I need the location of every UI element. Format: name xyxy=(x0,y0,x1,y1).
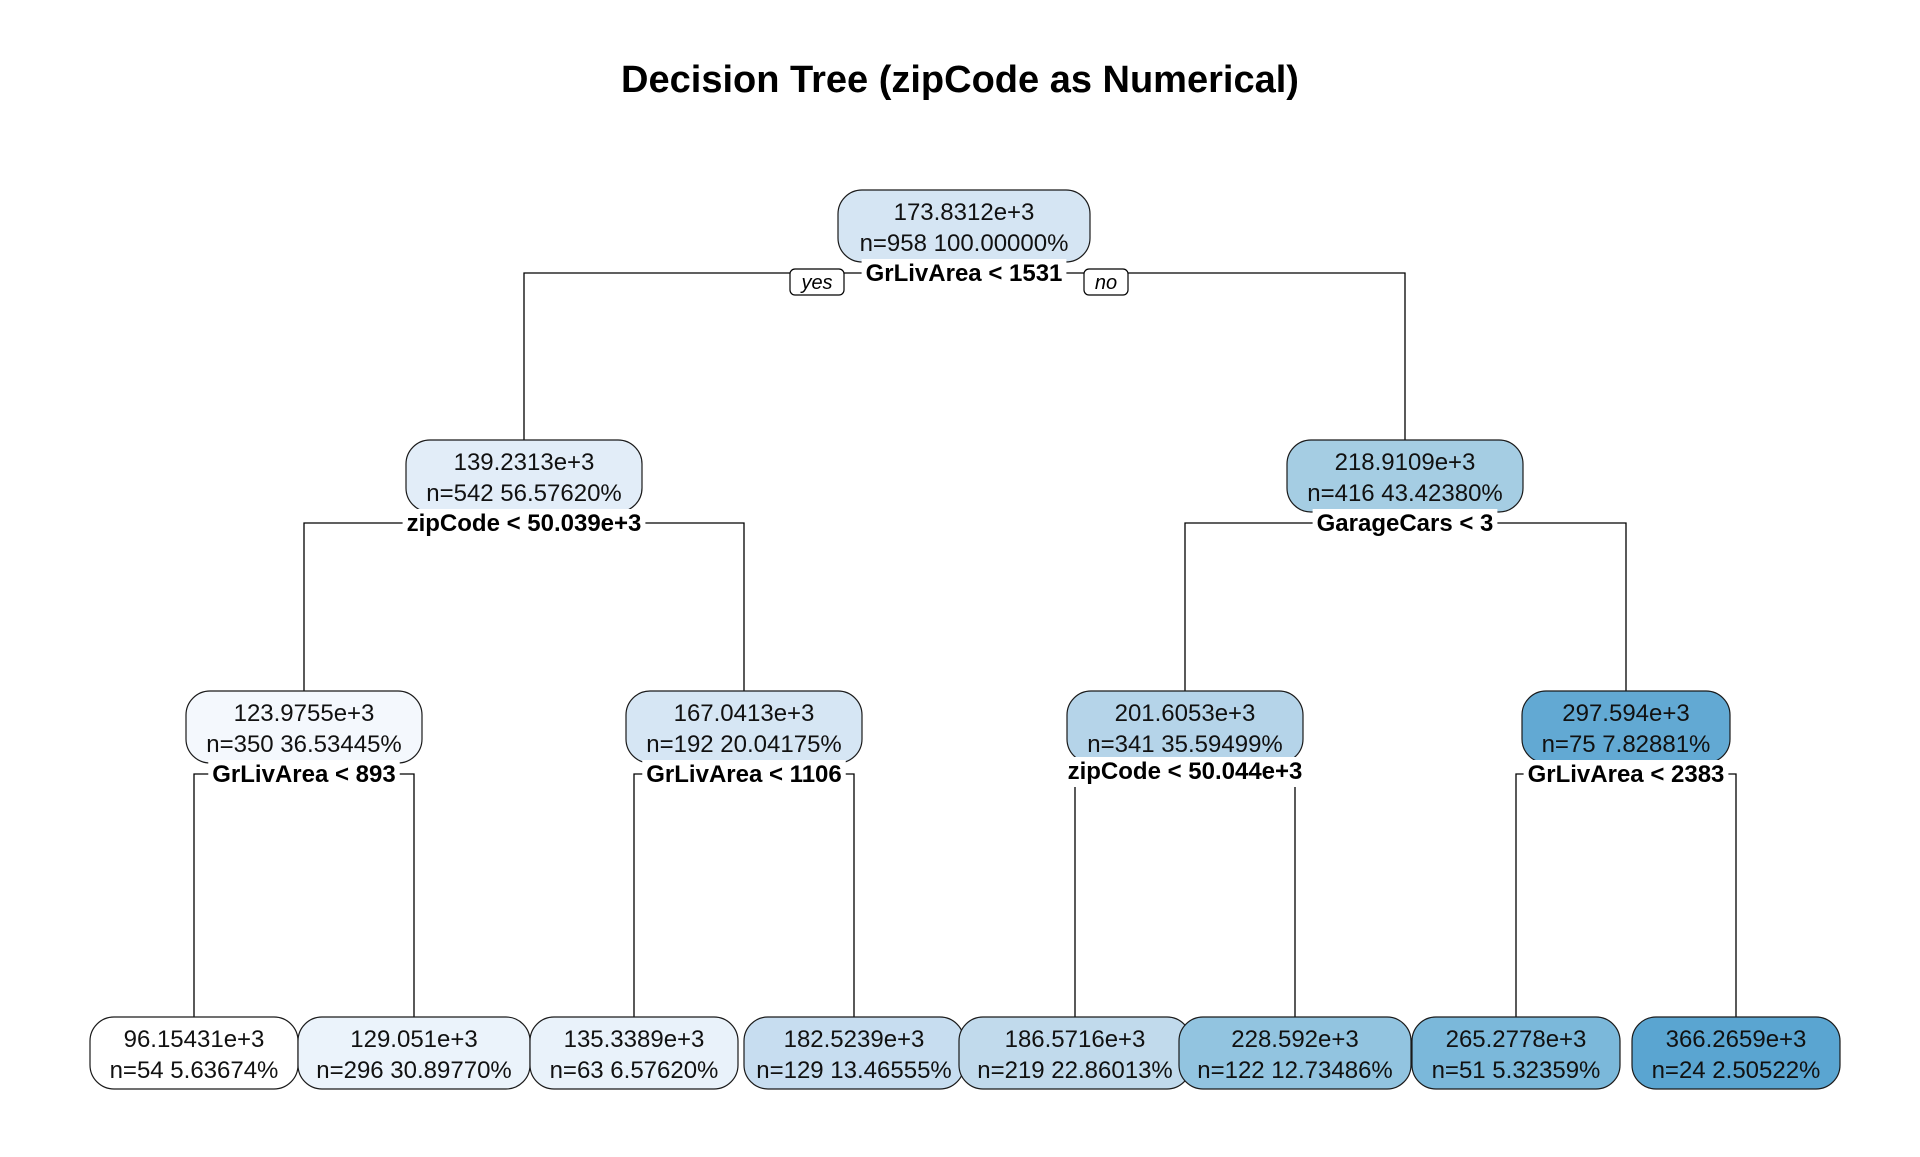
tree-node-n5: 167.0413e+3 n=192 20.04175% xyxy=(625,690,863,764)
node-stats: n=350 36.53445% xyxy=(206,731,402,758)
tree-node-n13: 228.592e+3 n=122 12.73486% xyxy=(1178,1016,1412,1090)
tree-edge-n3 xyxy=(1184,522,1627,691)
node-value: 228.592e+3 xyxy=(1231,1026,1358,1053)
yes-label: yes xyxy=(799,272,832,294)
no-label: no xyxy=(1095,272,1117,294)
node-value: 182.5239e+3 xyxy=(784,1026,925,1053)
split-rule: GrLivArea < 1106 xyxy=(646,761,841,788)
yes-no-labels: yes no xyxy=(789,268,1129,296)
split-rule: GrLivArea < 893 xyxy=(212,761,395,788)
tree-node-n3: 218.9109e+3 n=416 43.42380% xyxy=(1286,439,1524,513)
node-box xyxy=(1631,1016,1841,1090)
split-label-n7: GrLivArea < 2383 xyxy=(1523,760,1729,790)
node-value: 366.2659e+3 xyxy=(1666,1026,1807,1053)
split-rule: GrLivArea < 1531 xyxy=(866,260,1063,287)
node-stats: n=416 43.42380% xyxy=(1307,480,1503,507)
yes-label-box xyxy=(789,268,845,296)
tree-edge-n1 xyxy=(523,272,1406,440)
node-stats: n=192 20.04175% xyxy=(646,731,842,758)
tree-node-n6: 201.6053e+3 n=341 35.59499% xyxy=(1066,690,1304,764)
node-value: 265.2778e+3 xyxy=(1446,1026,1587,1053)
node-stats: n=958 100.00000% xyxy=(860,230,1069,257)
tree-node-n7: 297.594e+3 n=75 7.82881% xyxy=(1521,690,1731,764)
tree-edge-n6 xyxy=(1074,770,1296,1017)
tree-node-n4: 123.9755e+3 n=350 36.53445% xyxy=(185,690,423,764)
node-stats: n=75 7.82881% xyxy=(1542,731,1711,758)
split-label-n2: zipCode < 50.039e+3 xyxy=(402,509,646,539)
node-stats: n=296 30.89770% xyxy=(316,1057,512,1084)
node-stats: n=51 5.32359% xyxy=(1432,1057,1601,1084)
tree-edge-n4 xyxy=(193,773,415,1017)
tree-node-n1: 173.8312e+3 n=958 100.00000% xyxy=(837,189,1091,263)
node-stats: n=122 12.73486% xyxy=(1197,1057,1393,1084)
tree-node-n9: 129.051e+3 n=296 30.89770% xyxy=(297,1016,531,1090)
tree-node-n15: 366.2659e+3 n=24 2.50522% xyxy=(1631,1016,1841,1090)
split-label-bg xyxy=(1063,757,1307,787)
tree-split-labels: GrLivArea < 1531 zipCode < 50.039e+3 Garag… xyxy=(208,259,1729,790)
tree-node-n10: 135.3389e+3 n=63 6.57620% xyxy=(529,1016,739,1090)
split-rule: zipCode < 50.039e+3 xyxy=(407,510,642,537)
node-value: 186.5716e+3 xyxy=(1005,1026,1146,1053)
tree-node-n2: 139.2313e+3 n=542 56.57620% xyxy=(405,439,643,513)
tree-node-n11: 182.5239e+3 n=129 13.46555% xyxy=(743,1016,965,1090)
split-label-bg xyxy=(1312,509,1498,539)
node-stats: n=542 56.57620% xyxy=(426,480,622,507)
tree-node-n14: 265.2778e+3 n=51 5.32359% xyxy=(1411,1016,1621,1090)
no-label-box xyxy=(1083,268,1129,296)
node-value: 218.9109e+3 xyxy=(1335,449,1476,476)
node-value: 297.594e+3 xyxy=(1562,700,1689,727)
node-stats: n=24 2.50522% xyxy=(1652,1057,1821,1084)
node-stats: n=219 22.86013% xyxy=(977,1057,1173,1084)
node-box xyxy=(1178,1016,1412,1090)
split-rule: GarageCars < 3 xyxy=(1317,510,1494,537)
node-box xyxy=(529,1016,739,1090)
split-rule: GrLivArea < 2383 xyxy=(1528,761,1725,788)
tree-edge-n2 xyxy=(303,522,745,691)
node-value: 129.051e+3 xyxy=(350,1026,477,1053)
tree-edge-n7 xyxy=(1515,773,1737,1017)
node-value: 96.15431e+3 xyxy=(124,1026,265,1053)
split-label-n4: GrLivArea < 893 xyxy=(208,760,400,790)
node-value: 123.9755e+3 xyxy=(234,700,375,727)
split-rule: zipCode < 50.044e+3 xyxy=(1068,758,1303,785)
split-label-bg xyxy=(208,760,400,790)
tree-edges xyxy=(193,272,1737,1017)
tree-nodes: 173.8312e+3 n=958 100.00000% 139.2313e+3 n=… xyxy=(89,189,1841,1090)
node-value: 201.6053e+3 xyxy=(1115,700,1256,727)
split-label-bg xyxy=(642,760,846,790)
node-stats: n=54 5.63674% xyxy=(110,1057,279,1084)
split-label-bg xyxy=(402,509,646,539)
node-box xyxy=(1411,1016,1621,1090)
tree-node-n8: 96.15431e+3 n=54 5.63674% xyxy=(89,1016,299,1090)
split-label-n5: GrLivArea < 1106 xyxy=(642,760,846,790)
node-value: 135.3389e+3 xyxy=(564,1026,705,1053)
split-label-bg xyxy=(861,259,1067,289)
tree-edge-n5 xyxy=(633,773,855,1017)
split-label-n1: GrLivArea < 1531 xyxy=(861,259,1067,289)
tree-node-n12: 186.5716e+3 n=219 22.86013% xyxy=(958,1016,1192,1090)
split-label-bg xyxy=(1523,760,1729,790)
split-label-n6: zipCode < 50.044e+3 xyxy=(1063,757,1307,787)
node-value: 167.0413e+3 xyxy=(674,700,815,727)
node-value: 139.2313e+3 xyxy=(454,449,595,476)
node-stats: n=129 13.46555% xyxy=(756,1057,952,1084)
split-label-n3: GarageCars < 3 xyxy=(1312,509,1498,539)
node-stats: n=341 35.59499% xyxy=(1087,731,1283,758)
node-value: 173.8312e+3 xyxy=(894,199,1035,226)
chart-title: Decision Tree (zipCode as Numerical) xyxy=(621,59,1299,101)
node-stats: n=63 6.57620% xyxy=(550,1057,719,1084)
